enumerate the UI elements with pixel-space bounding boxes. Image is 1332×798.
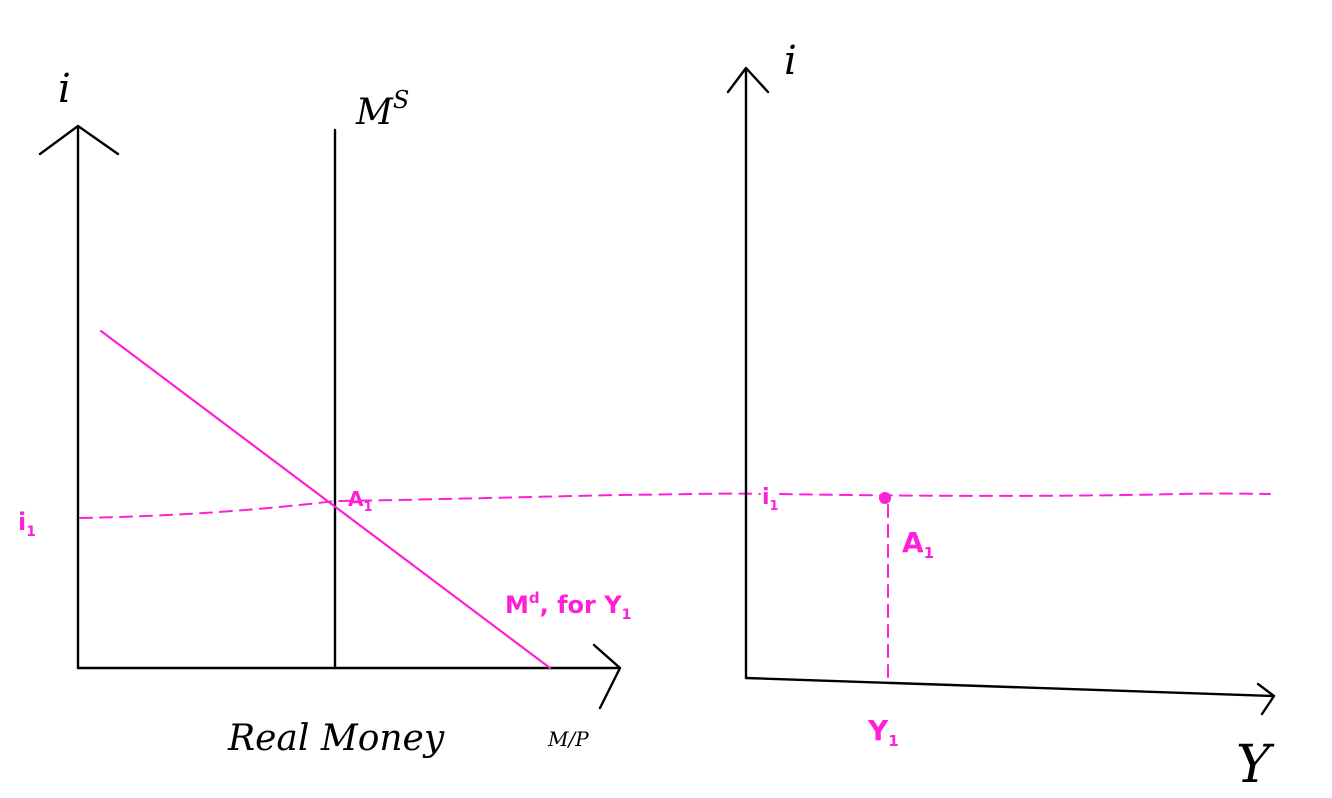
right-rate-i1-label: i1 (762, 485, 779, 514)
right-y-axis-label: i (784, 38, 797, 84)
right-x-axis-label: Y (1236, 735, 1275, 795)
output-y1-label: Y1 (867, 714, 899, 750)
real-money-caption: Real Money (227, 718, 445, 759)
money-demand-line (99, 329, 552, 670)
money-supply-label: MS (355, 86, 409, 133)
left-y-axis-label: i (58, 66, 71, 112)
left-rate-i1-label: i1 (18, 508, 36, 540)
rate-i1-dashed-line-right (779, 492, 1271, 497)
left-x-axis-label: M/P (547, 727, 589, 751)
right-x-axis (744, 676, 1276, 698)
left-point-a1-label: A1 (348, 487, 373, 515)
left-x-axis-arrowhead (592, 643, 622, 710)
money-market-panel: i MS Md, for Y1 A1 i1 Real Money M/P (18, 66, 631, 759)
left-y-axis-arrowhead (38, 124, 120, 156)
rate-i1-dashed-line-left (79, 492, 761, 519)
output-panel: i Y i1 A1 Y1 (726, 38, 1276, 795)
money-demand-label: Md, for Y1 (505, 589, 631, 623)
point-a1-marker (879, 492, 891, 504)
right-point-a1-label: A1 (902, 526, 934, 562)
right-x-axis-arrowhead (1256, 682, 1276, 716)
right-y-axis-arrowhead (726, 66, 770, 94)
